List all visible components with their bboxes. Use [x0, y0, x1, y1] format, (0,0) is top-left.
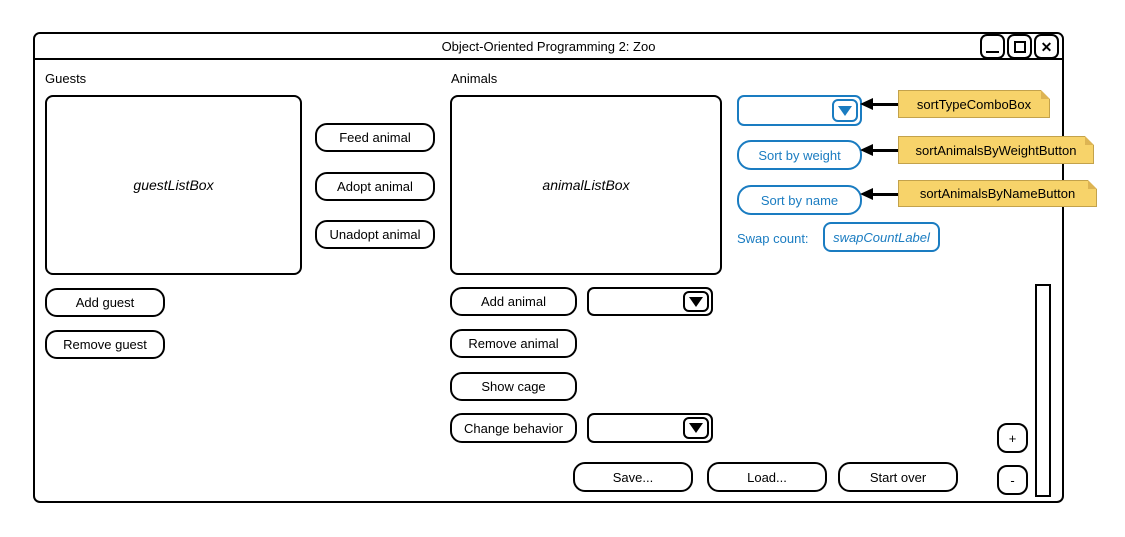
window-title: Object-Oriented Programming 2: Zoo [441, 39, 656, 54]
chevron-down-icon [838, 105, 852, 116]
arrow-left-icon [860, 98, 873, 110]
sort-type-combobox[interactable] [737, 95, 862, 126]
sort-by-weight-button[interactable]: Sort by weight [737, 140, 862, 170]
sort-by-name-label: Sort by name [760, 192, 839, 208]
add-animal-button[interactable]: Add animal [450, 287, 577, 316]
annotation-arrow [860, 186, 898, 202]
change-behavior-button[interactable]: Change behavior [450, 413, 577, 443]
close-icon: ✕ [1040, 38, 1053, 55]
guest-listbox[interactable]: guestListBox [45, 95, 302, 275]
vertical-scrollbar[interactable] [1035, 284, 1051, 497]
zoom-in-button[interactable]: + [997, 423, 1028, 453]
title-bar[interactable]: Object-Oriented Programming 2: Zoo [35, 34, 1062, 60]
adopt-animal-button[interactable]: Adopt animal [315, 172, 435, 201]
annotation-note-sort-by-name-button: sortAnimalsByNameButton [898, 180, 1097, 207]
add-guest-button[interactable]: Add guest [45, 288, 165, 317]
maximize-button[interactable] [1007, 34, 1032, 59]
minimize-icon [986, 51, 999, 53]
swap-count-value-box: swapCountLabel [823, 222, 940, 252]
add-animal-label: Add animal [480, 294, 547, 309]
swap-count-label: Swap count: [737, 231, 809, 246]
start-over-label: Start over [869, 469, 927, 485]
show-cage-button[interactable]: Show cage [450, 372, 577, 401]
sort-by-name-button[interactable]: Sort by name [737, 185, 862, 215]
animal-listbox[interactable]: animalListBox [450, 95, 722, 275]
guests-label: Guests [45, 71, 87, 86]
swap-count-value: swapCountLabel [833, 229, 930, 245]
change-behavior-label: Change behavior [463, 420, 564, 436]
add-guest-label: Add guest [75, 295, 135, 310]
zoom-out-button[interactable]: - [997, 465, 1028, 495]
dropdown-button[interactable] [832, 99, 858, 122]
remove-animal-button[interactable]: Remove animal [450, 329, 577, 358]
load-label: Load... [747, 469, 787, 485]
adopt-animal-label: Adopt animal [337, 179, 413, 194]
animals-label: Animals [451, 71, 498, 86]
annotation-arrow [860, 96, 898, 112]
feed-animal-button[interactable]: Feed animal [315, 123, 435, 152]
animal-listbox-placeholder: animalListBox [542, 177, 630, 193]
chevron-down-icon [689, 423, 703, 433]
minimize-button[interactable] [980, 34, 1005, 59]
guest-listbox-placeholder: guestListBox [133, 177, 214, 193]
save-button[interactable]: Save... [573, 462, 693, 492]
annotation-text: sortTypeComboBox [916, 96, 1032, 112]
arrow-left-icon [860, 144, 873, 156]
remove-guest-button[interactable]: Remove guest [45, 330, 165, 359]
load-button[interactable]: Load... [707, 462, 827, 492]
sort-by-weight-label: Sort by weight [758, 147, 841, 163]
maximize-icon [1013, 40, 1026, 53]
unadopt-animal-label: Unadopt animal [329, 227, 421, 242]
annotation-text: sortAnimalsByWeightButton [915, 142, 1077, 158]
chevron-down-icon [689, 296, 703, 307]
show-cage-label: Show cage [481, 379, 546, 394]
feed-animal-label: Feed animal [339, 130, 411, 145]
unadopt-animal-button[interactable]: Unadopt animal [315, 220, 435, 249]
arrow-left-icon [860, 188, 873, 200]
annotation-note-sort-type-combobox: sortTypeComboBox [898, 90, 1050, 118]
plus-icon: + [1008, 430, 1017, 446]
start-over-button[interactable]: Start over [838, 462, 958, 492]
window-controls: ✕ [980, 34, 1059, 59]
annotation-text: sortAnimalsByNameButton [919, 186, 1076, 201]
dropdown-button[interactable] [683, 291, 709, 312]
annotation-arrow [860, 142, 898, 158]
remove-animal-label: Remove animal [468, 336, 559, 351]
close-button[interactable]: ✕ [1034, 34, 1059, 59]
minus-icon: - [1010, 472, 1015, 488]
save-label: Save... [612, 469, 654, 485]
remove-guest-label: Remove guest [63, 337, 147, 352]
dropdown-button[interactable] [683, 417, 709, 439]
app-window: Object-Oriented Programming 2: Zoo ✕ Gue… [33, 32, 1064, 503]
annotation-note-sort-by-weight-button: sortAnimalsByWeightButton [898, 136, 1094, 164]
behavior-combobox[interactable] [587, 413, 713, 443]
animal-type-combobox[interactable] [587, 287, 713, 316]
